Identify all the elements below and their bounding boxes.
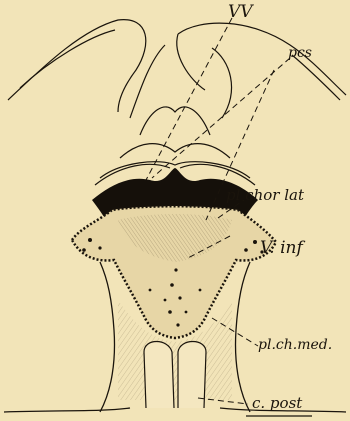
label-pl-ch-med: pl.ch.med. — [258, 338, 332, 352]
label-vv: VV — [228, 4, 253, 21]
label-pl-chor-lat: pl chor lat — [226, 188, 304, 203]
label-c-post: c. post — [252, 396, 302, 411]
label-v-inf: V. inf — [260, 240, 303, 257]
label-pcs: pcs — [288, 46, 312, 60]
